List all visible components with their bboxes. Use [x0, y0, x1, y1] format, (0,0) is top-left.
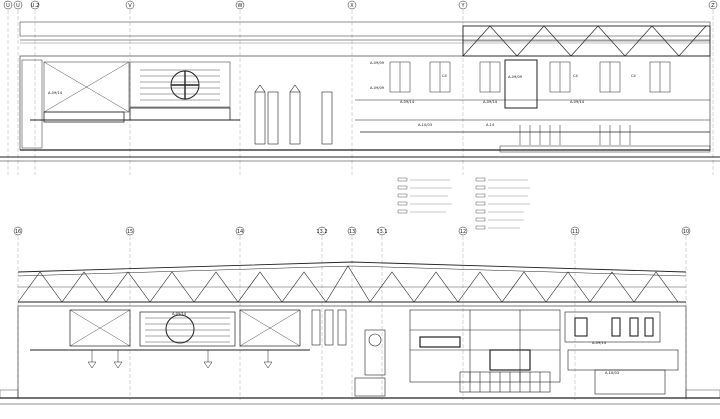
stair-rails-top — [519, 125, 631, 145]
grid-label-Y: Y — [460, 3, 465, 9]
louvre-lines-bottom — [145, 317, 230, 343]
tag-2: A-09/09 — [370, 86, 385, 90]
fan-circle-bottom — [165, 314, 195, 344]
louvre-lines — [140, 69, 220, 101]
window-grid-top — [389, 61, 671, 93]
tag-b3: A-10/03 — [605, 371, 619, 375]
legend-notes — [397, 177, 530, 230]
tag-8: A-14 — [486, 123, 495, 127]
tag-9: C4 — [442, 74, 448, 78]
pendant-lights — [87, 350, 273, 369]
grid-label-X: X — [350, 3, 354, 9]
grid-label-V: V — [128, 3, 132, 9]
tag-5: A-09/14 — [483, 100, 498, 104]
tag-7: A-10/03 — [418, 123, 432, 127]
grid-label-12: 12 — [460, 229, 466, 235]
vertical-ducts — [254, 84, 333, 145]
tag-10: C4 — [573, 74, 579, 78]
top-grid-bubbles — [3, 0, 718, 10]
bottom-room-tags: A-09/14 A-09/14 A-10/03 — [172, 312, 619, 375]
grid-label-W: W — [238, 3, 243, 9]
tag-1: A-09/09 — [370, 61, 385, 65]
grid-label-14: 14 — [237, 229, 243, 235]
grid-label-U3: U.2 — [31, 3, 39, 9]
grid-label-13: 13 — [349, 229, 355, 235]
tag-11: C4 — [631, 74, 637, 78]
tag-b1: A-09/14 — [172, 312, 187, 316]
grid-label-13-2: 13.2 — [316, 229, 327, 235]
grid-label-11: 11 — [572, 229, 578, 235]
bottom-grid-bubbles — [13, 226, 691, 236]
center-ducts — [311, 309, 386, 397]
storage-shelves — [564, 311, 679, 395]
top-elevation — [0, 0, 720, 175]
grid-label-U1: U — [6, 3, 10, 9]
grid-label-U2: U — [16, 3, 20, 9]
bottom-grid-label-texts: 16 15 14 13.2 13 13.1 12 11 10 — [15, 229, 689, 235]
tag-4: A-09/14 — [400, 100, 415, 104]
grid-label-Z: Z — [711, 3, 715, 9]
bottom-truss-diagonals — [17, 265, 686, 303]
bottom-elevation — [0, 226, 720, 405]
top-truss-diagonals — [462, 25, 710, 57]
tag-12: A-09/14 — [48, 91, 63, 95]
tag-3: A-09/09 — [508, 75, 523, 79]
top-grid-label-texts: U U U.2 V W X Y Z — [6, 3, 715, 9]
equipment-racks — [409, 309, 561, 393]
grid-label-10: 10 — [683, 229, 689, 235]
grid-label-13-1: 13.1 — [376, 229, 387, 235]
grid-label-16: 16 — [15, 229, 21, 235]
top-room-tags: A-09/09 A-09/09 A-09/09 A-09/14 A-09/14 … — [48, 61, 637, 127]
tag-6: A-09/14 — [570, 100, 585, 104]
grid-label-15: 15 — [127, 229, 133, 235]
tag-b2: A-09/14 — [592, 341, 607, 345]
floor-hatch-top — [499, 145, 711, 153]
